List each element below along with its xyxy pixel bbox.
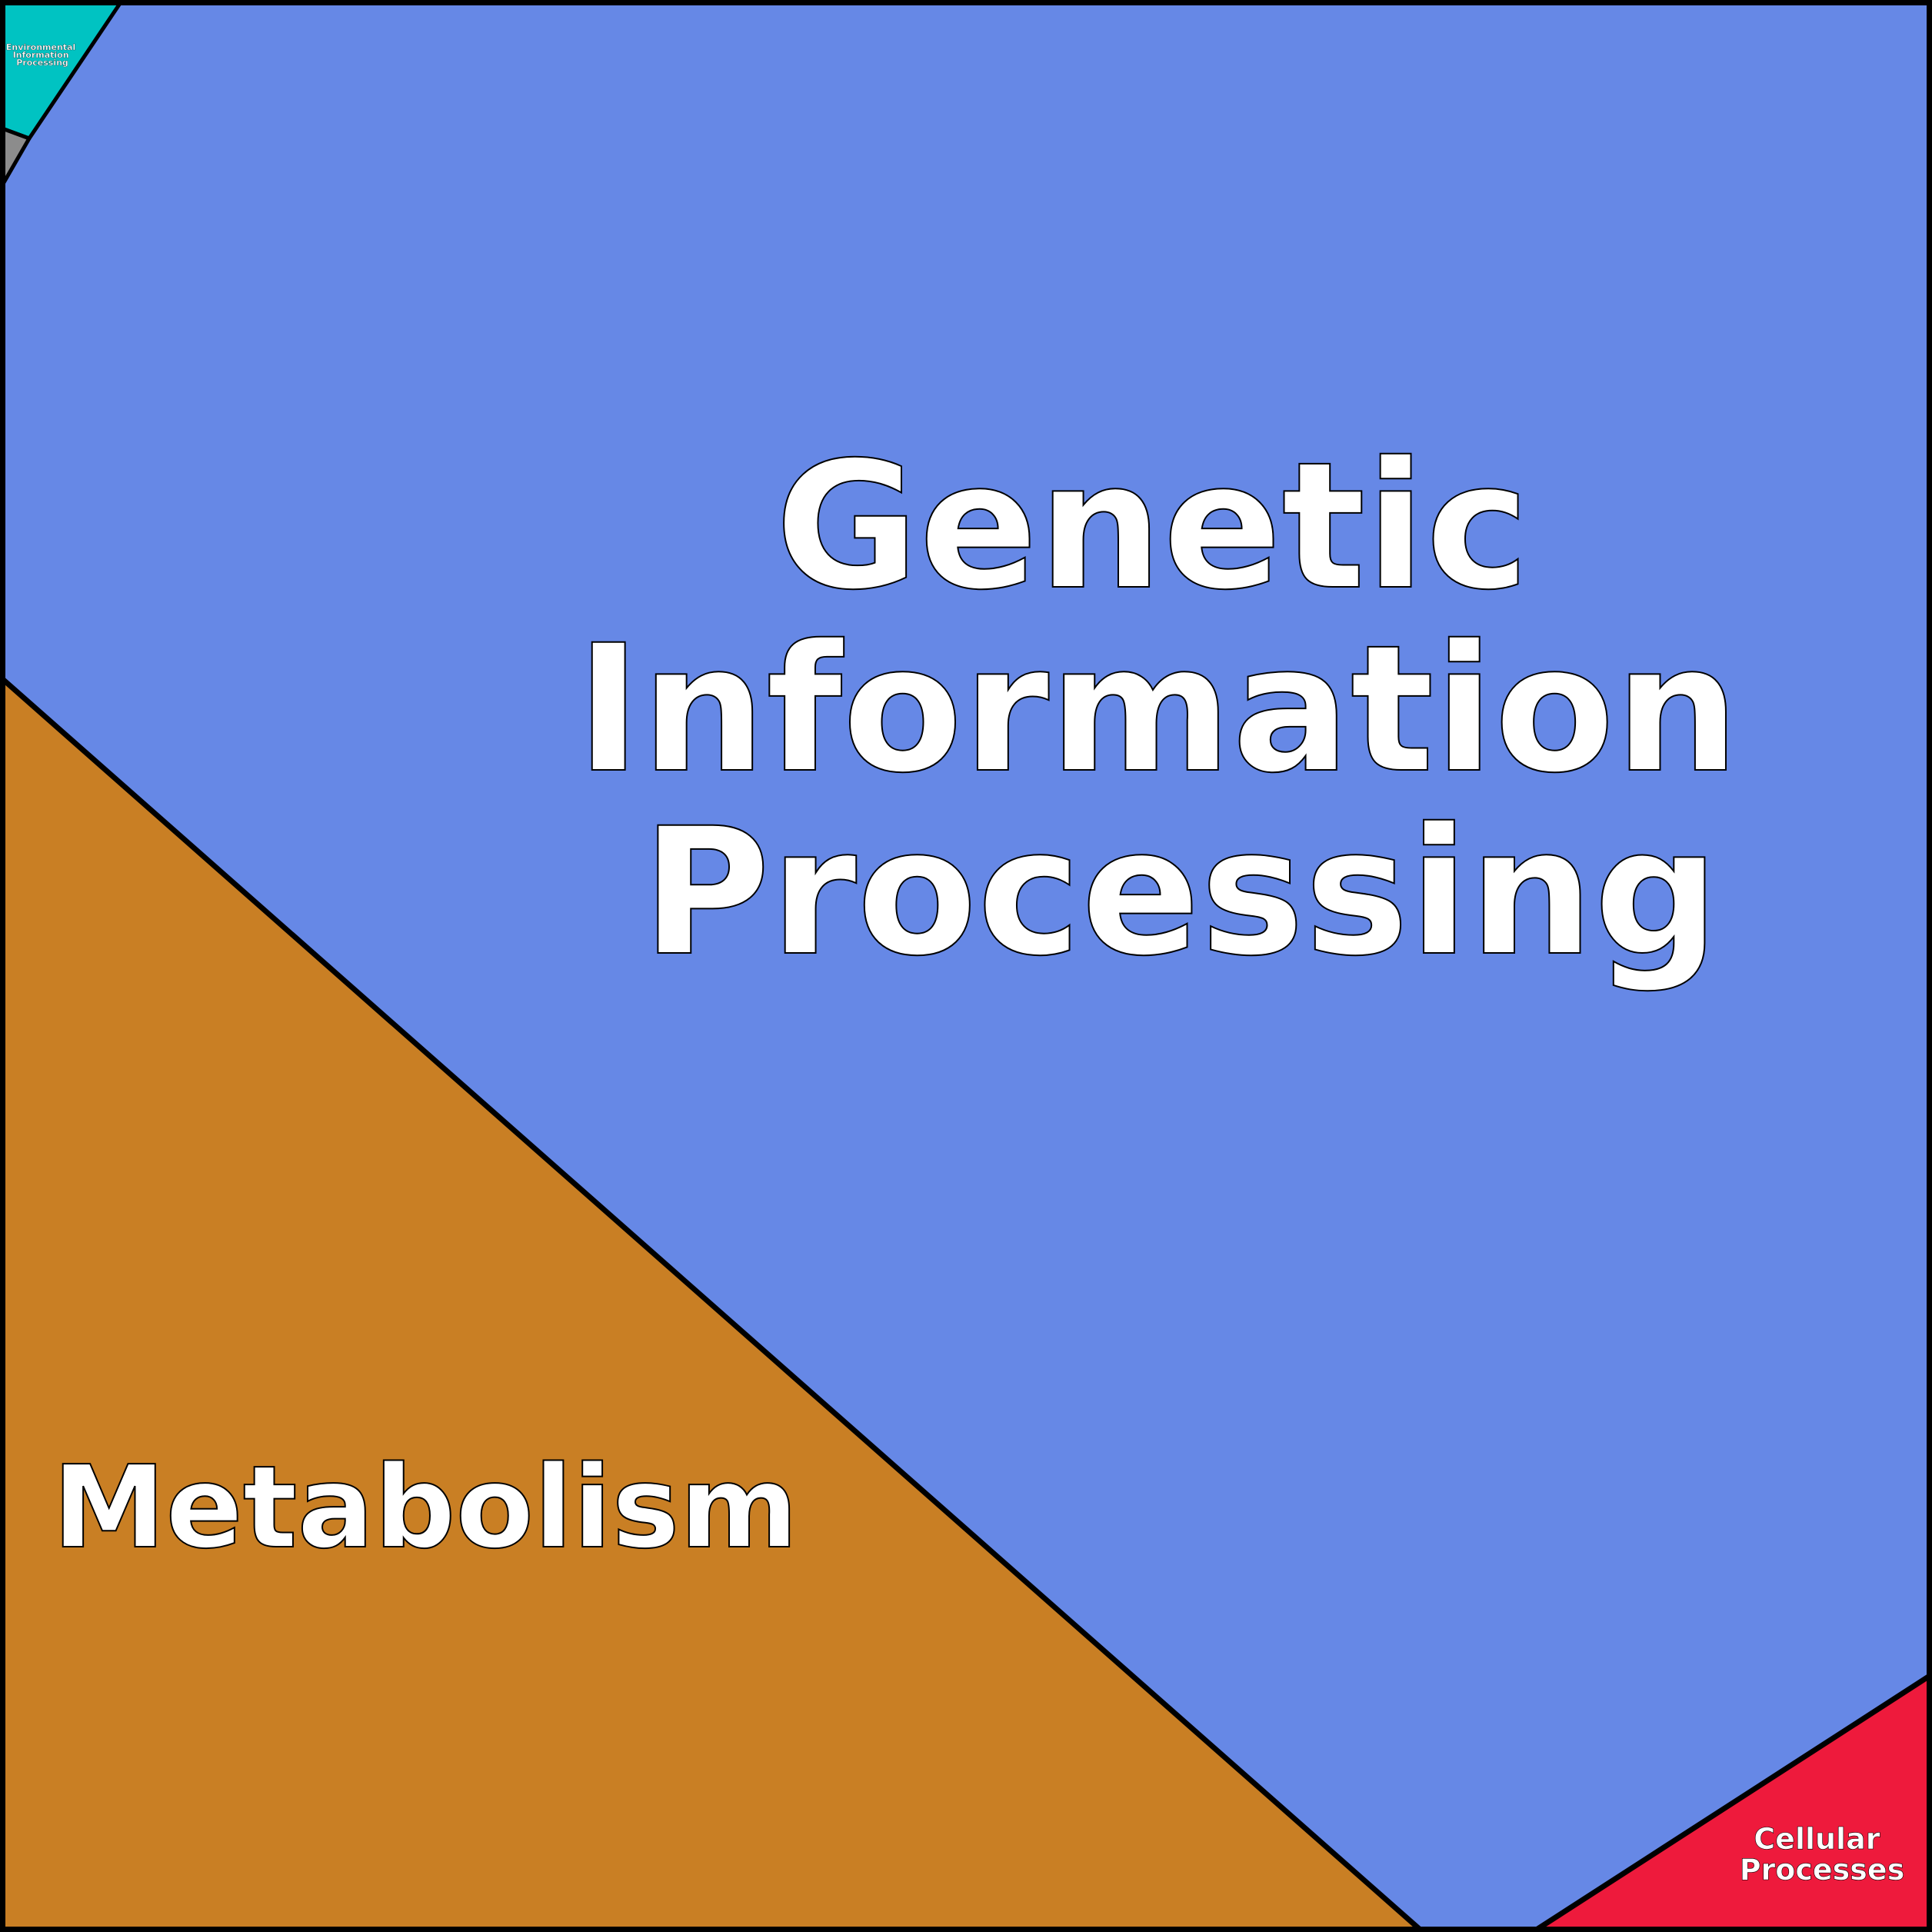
label-environmental-line-3: Processing <box>16 58 68 68</box>
label-genetic-information-processing: Genetic Information Processing <box>576 424 1800 994</box>
label-genetic-line-1: Genetic <box>775 424 1530 628</box>
region-cellular-processes[interactable] <box>1530 1671 1932 1932</box>
label-metabolism: Metabolism <box>52 1441 798 1574</box>
label-genetic-line-3: Processing <box>641 790 1719 994</box>
region-metabolism[interactable] <box>0 674 1426 1932</box>
label-cellular-line-2: Processes <box>1740 1853 1905 1887</box>
label-environmental-information-processing: Environmental Information Processing <box>6 42 78 68</box>
region-unlabeled-sliver[interactable] <box>0 125 32 192</box>
label-genetic-line-2: Information <box>576 607 1740 811</box>
label-cellular-line-1: Cellular <box>1754 1822 1880 1856</box>
label-environmental-line-2: Information <box>13 50 69 60</box>
label-metabolism-line-1: Metabolism <box>52 1441 798 1574</box>
label-environmental-line-1: Environmental <box>6 42 75 52</box>
label-cellular-processes: Cellular Processes <box>1740 1822 1905 1887</box>
